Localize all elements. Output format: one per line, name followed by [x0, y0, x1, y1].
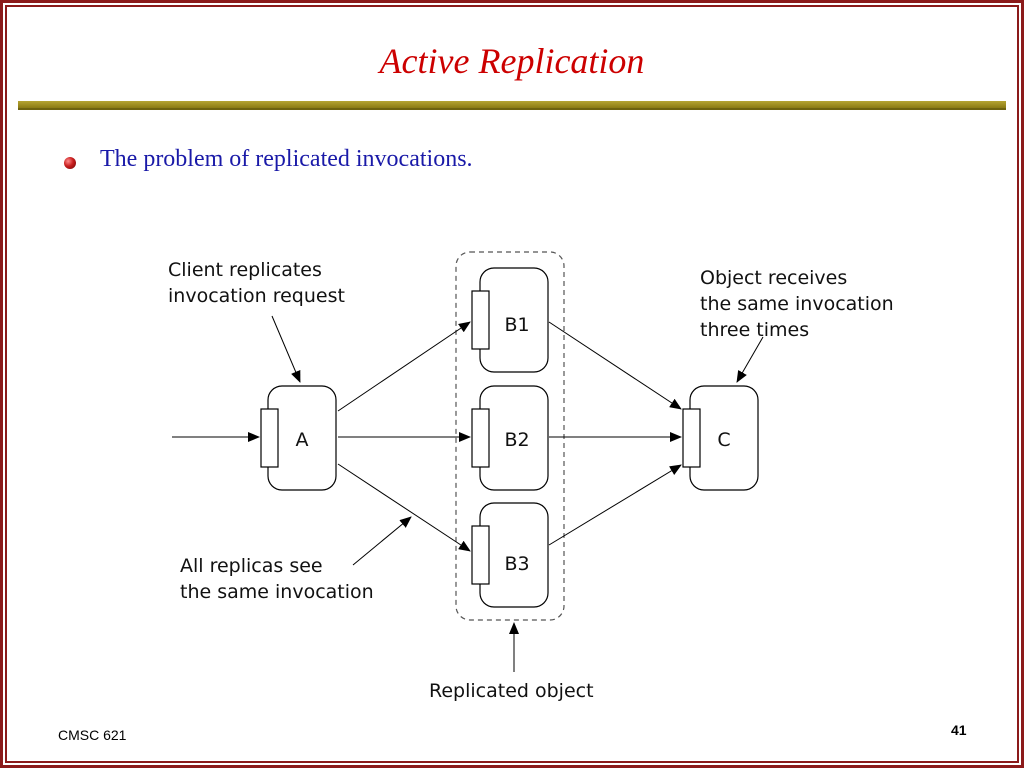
node-b3-port — [471, 525, 490, 585]
title-divider — [18, 101, 1006, 108]
node-c-label: C — [717, 429, 730, 451]
node-c: C — [682, 385, 759, 491]
annotation-replicas-line1: All replicas see — [180, 555, 323, 577]
annotation-client-line2: invocation request — [168, 285, 345, 307]
node-b1: B1 — [471, 267, 549, 373]
annotation-object-line1: Object receives — [700, 267, 847, 289]
node-b2-label: B2 — [504, 429, 529, 451]
annotation-object-line2: the same invocation — [700, 293, 894, 315]
annotation-object-line3: three times — [700, 319, 809, 341]
replicated-object-group — [455, 251, 565, 621]
node-b2-port — [471, 408, 490, 468]
node-a-label: A — [296, 429, 309, 451]
arrow-a-to-b3 — [337, 463, 471, 552]
arrow-b3-to-c — [548, 464, 682, 546]
node-b1-port — [471, 290, 490, 350]
bullet-text: The problem of replicated invocations. — [100, 146, 473, 172]
node-b2: B2 — [471, 385, 549, 491]
pointer-object-annotation — [736, 336, 764, 383]
slide-title: Active Replication — [379, 41, 645, 81]
arrow-b1-to-c — [548, 321, 682, 410]
node-a-port — [260, 408, 279, 468]
annotation-replicated-object: Replicated object — [429, 680, 594, 702]
node-b3-label: B3 — [504, 553, 529, 575]
annotation-client-line1: Client replicates — [168, 259, 322, 281]
slide-frame-inner — [5, 5, 1019, 763]
pointer-replicas-annotation — [352, 516, 412, 566]
arrow-a-to-b1 — [337, 321, 471, 412]
node-b3: B3 — [471, 502, 549, 608]
page-number: 41 — [951, 722, 967, 738]
node-b1-label: B1 — [504, 314, 529, 336]
node-a: A — [260, 385, 337, 491]
node-c-port — [682, 408, 701, 468]
bullet-icon — [64, 157, 76, 169]
pointer-client-annotation — [271, 315, 301, 383]
footer-course: CMSC 621 — [58, 727, 127, 743]
annotation-replicas-line2: the same invocation — [180, 581, 374, 603]
